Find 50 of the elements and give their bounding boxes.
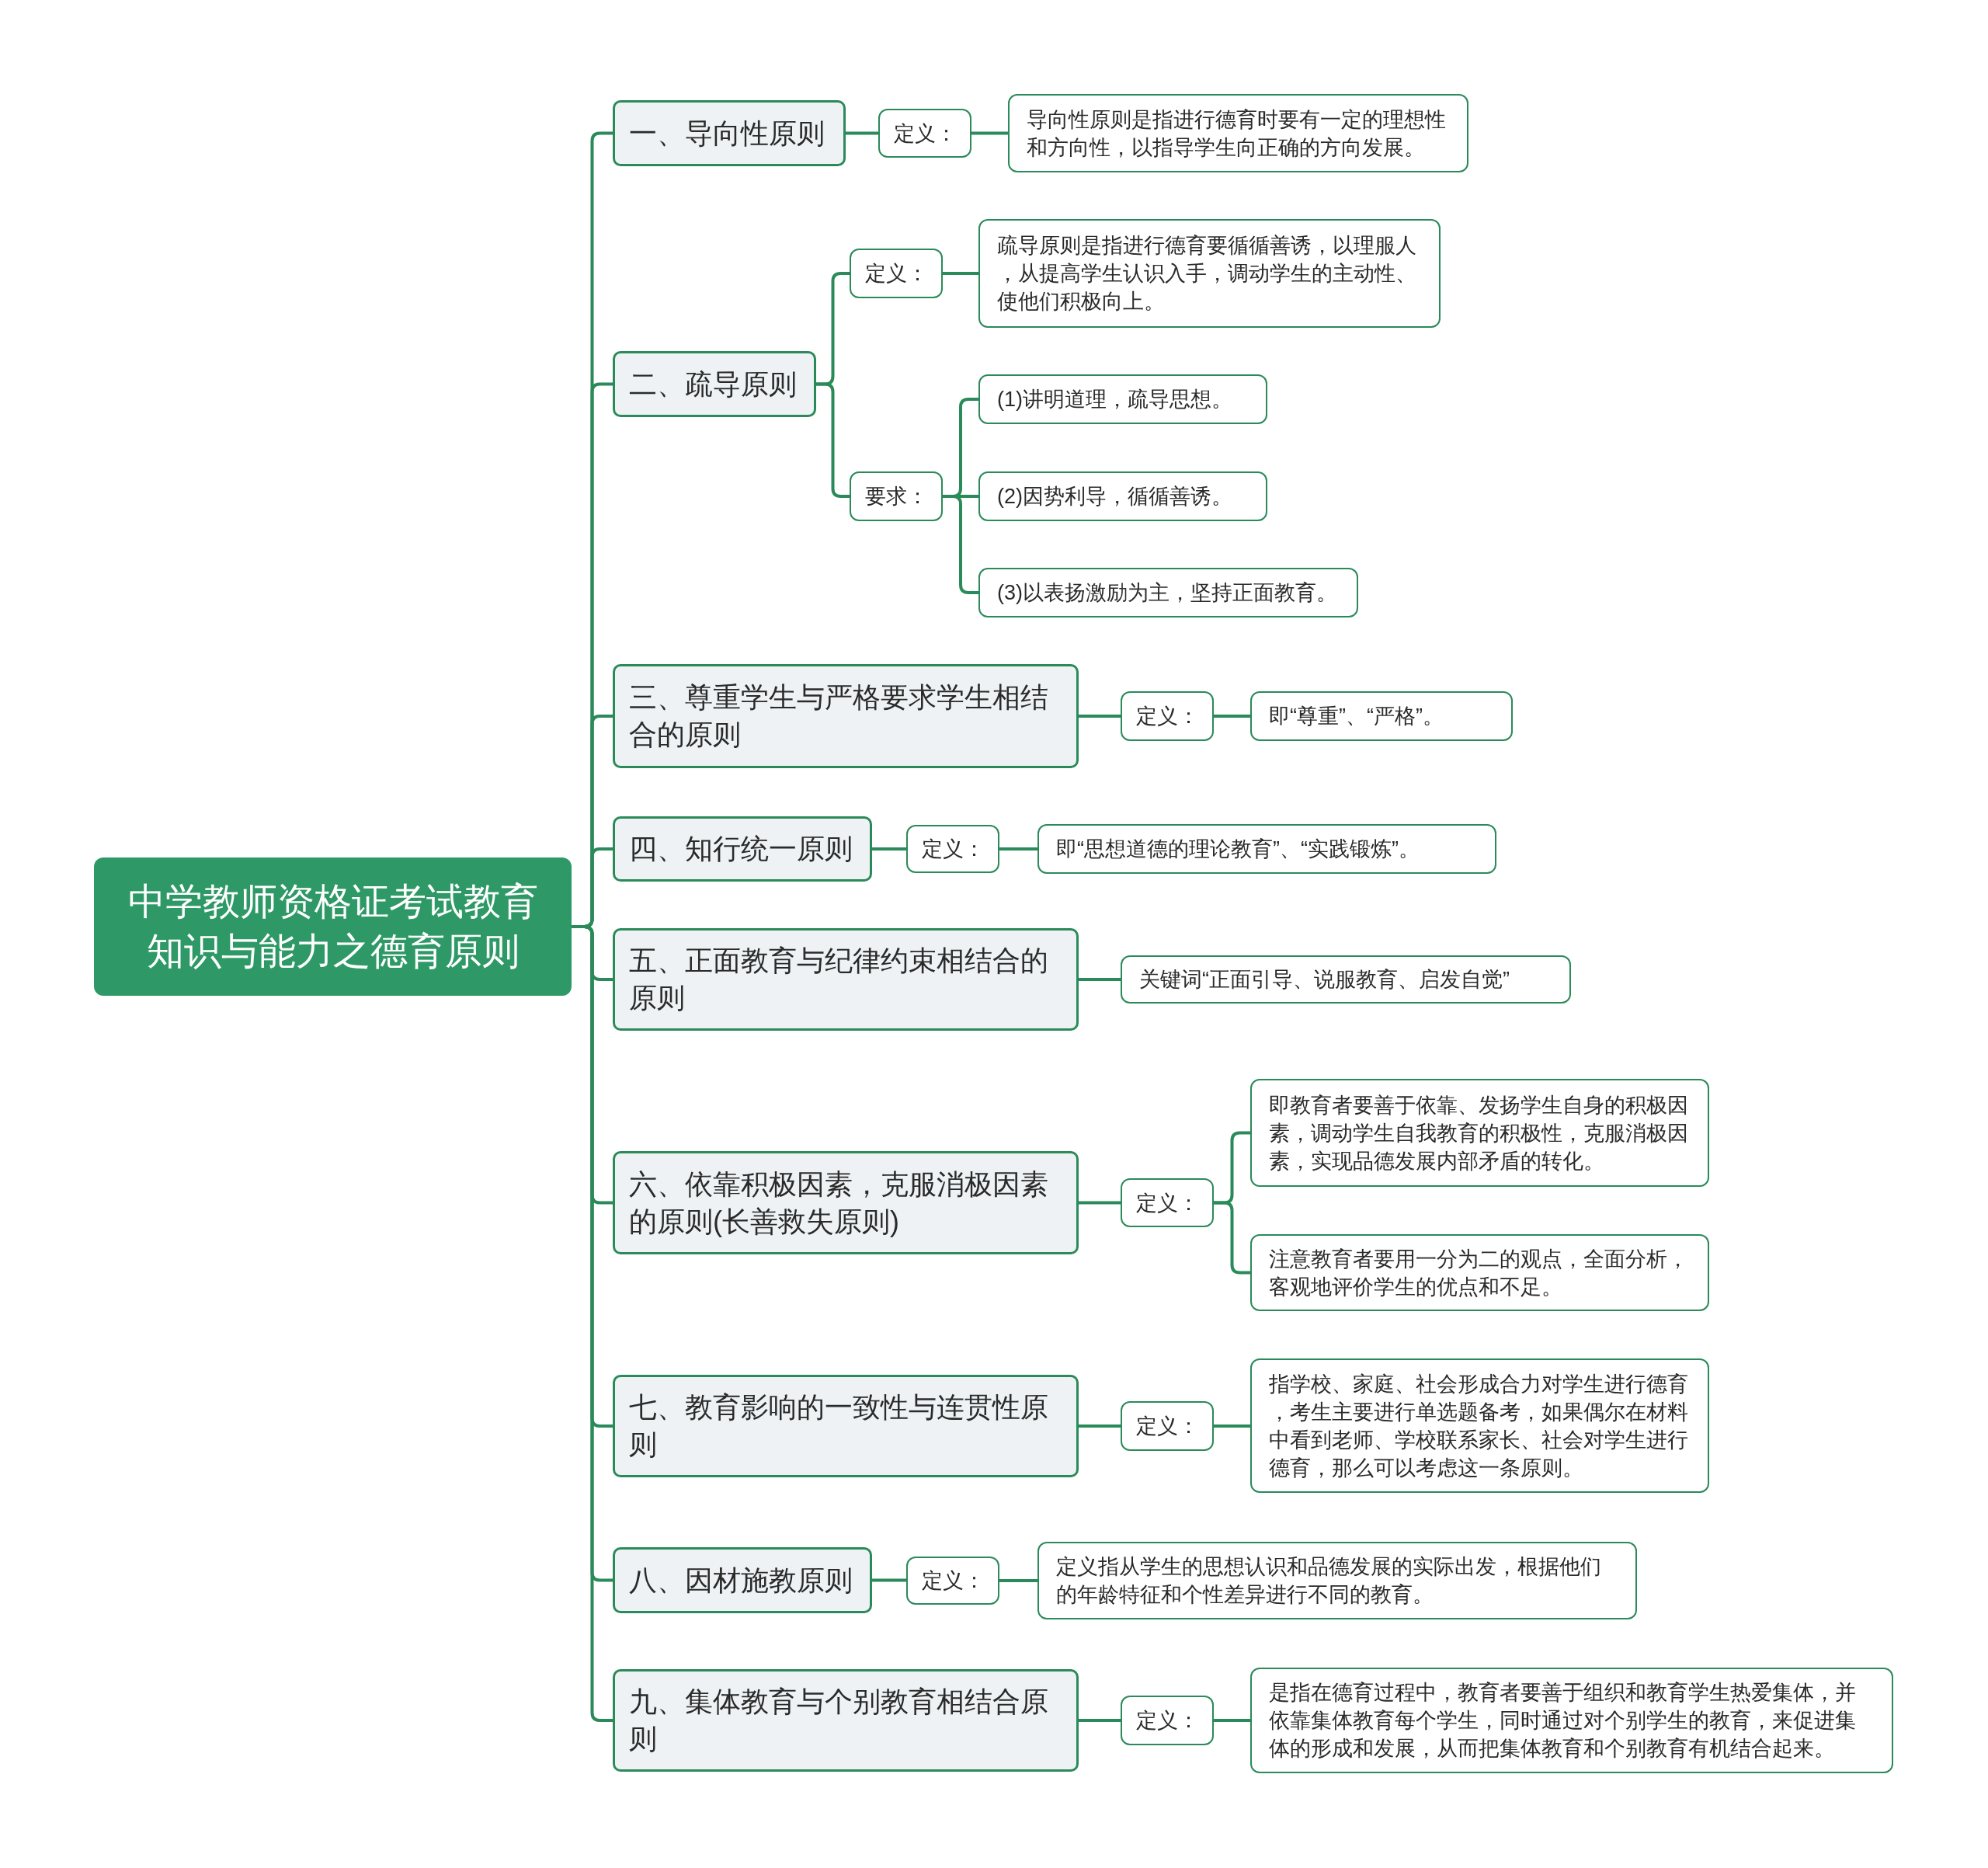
category-tag: 定义：: [906, 825, 999, 873]
description-box: 是指在德育过程中，教育者要善于组织和教育学生热爱集体，并依靠集体教育每个学生，同时通过对个别学生的教育，来促进集体的形成和发展，从而把集体教育和个别教育有机结合起来。: [1250, 1668, 1893, 1773]
connector: [1079, 1201, 1121, 1205]
category-tag: 定义：: [1121, 1696, 1214, 1745]
connector: [872, 1578, 906, 1582]
connector: [872, 847, 906, 851]
description-box: 定义指从学生的思想认识和品德发展的实际出发，根据他们的年龄特征和个性差异进行不同的教育。: [1037, 1542, 1637, 1619]
principle-box: 九、集体教育与个别教育相结合原则: [613, 1669, 1079, 1772]
description-box: 关键词“正面引导、说服教育、启发自觉”: [1121, 955, 1571, 1004]
principle-box: 四、知行统一原则: [613, 816, 872, 882]
central-topic: 中学教师资格证考试教育知识与能力之德育原则: [94, 857, 572, 996]
connector: [816, 382, 850, 498]
category-tag: 定义：: [878, 109, 971, 158]
connector: [943, 272, 978, 275]
connector: [999, 847, 1037, 851]
description-box: 即“思想道德的理论教育”、“实践锻炼”。: [1037, 824, 1496, 874]
principle-box: 五、正面教育与纪律约束相结合的原则: [613, 928, 1079, 1031]
description-box: 指学校、家庭、社会形成合力对学生进行德育，考生主要进行单选题备考，如果偶尔在材料中看到老师、学校联系家长、社会对学生进行德育，那么可以考虑这一条原则。: [1250, 1358, 1709, 1493]
principle-box: 六、依靠积极因素，克服消极因素的原则(长善救失原则): [613, 1151, 1079, 1254]
connector: [1214, 715, 1250, 718]
category-tag: 定义：: [1121, 691, 1214, 741]
category-tag: 定义：: [850, 249, 943, 298]
principle-box: 一、导向性原则: [613, 100, 846, 166]
connector: [1214, 1719, 1250, 1722]
connector: [1214, 1201, 1250, 1275]
principle-box: 八、因材施教原则: [613, 1547, 872, 1613]
principle-box: 七、教育影响的一致性与连贯性原则: [613, 1375, 1079, 1477]
description-box: (3)以表扬激励为主，坚持正面教育。: [978, 568, 1358, 617]
description-box: 导向性原则是指进行德育时要有一定的理想性和方向性，以指导学生向正确的方向发展。: [1008, 94, 1468, 172]
description-box: (1)讲明道理，疏导思想。: [978, 374, 1267, 424]
category-tag: 定义：: [1121, 1401, 1214, 1451]
description-box: 注意教育者要用一分为二的观点，全面分析，客观地评价学生的优点和不足。: [1250, 1234, 1709, 1311]
connector: [1079, 1719, 1121, 1722]
principle-box: 二、疏导原则: [613, 351, 816, 417]
principle-box: 三、尊重学生与严格要求学生相结合的原则: [613, 664, 1079, 768]
description-box: 即“尊重”、“严格”。: [1250, 691, 1513, 741]
category-tag: 要求：: [850, 471, 943, 521]
connector: [943, 495, 978, 594]
connector: [999, 1579, 1037, 1582]
connector: [971, 131, 1008, 135]
category-tag: 定义：: [906, 1557, 999, 1605]
description-box: 疏导原则是指进行德育要循循善诱，以理服人，从提高学生认识入手，调动学生的主动性、使他们积极向上。: [978, 219, 1441, 328]
connector: [1079, 978, 1121, 981]
description-box: (2)因势利导，循循善诱。: [978, 471, 1267, 521]
connector: [846, 131, 878, 135]
description-box: 即教育者要善于依靠、发扬学生自身的积极因素，调动学生自我教育的积极性，克服消极因素，实现品德发展内部矛盾的转化。: [1250, 1079, 1709, 1187]
connector: [1079, 715, 1121, 718]
connector: [1214, 1424, 1250, 1428]
category-tag: 定义：: [1121, 1178, 1214, 1227]
connector: [1079, 1424, 1121, 1428]
